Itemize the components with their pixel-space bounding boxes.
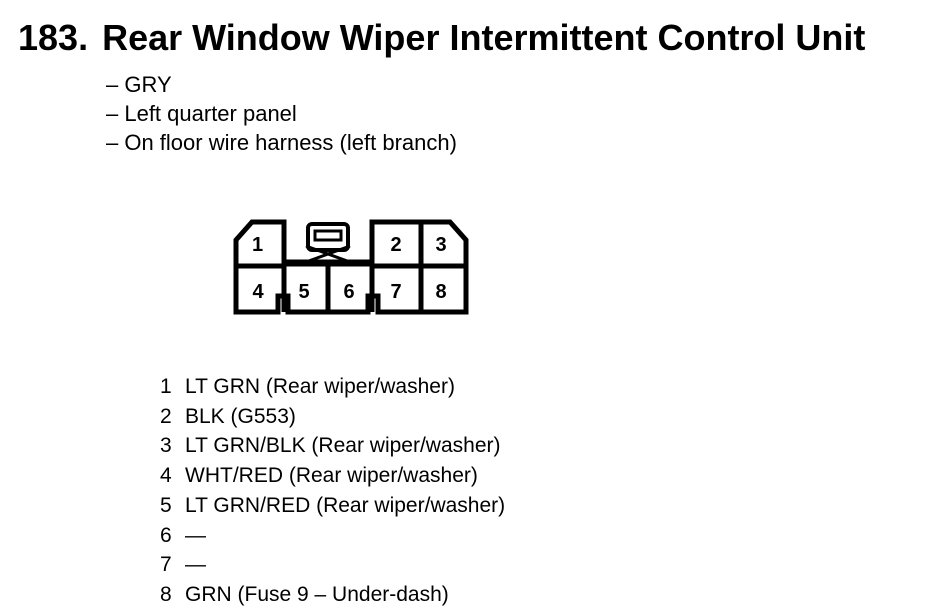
pin-label-8: 8 xyxy=(435,281,446,303)
pin-row: 4 WHT/RED (Rear wiper/washer) xyxy=(160,461,505,491)
pin-row: 5 LT GRN/RED (Rear wiper/washer) xyxy=(160,491,505,521)
pin-label-4: 4 xyxy=(252,281,264,303)
component-name: Rear Window Wiper Intermittent Control U… xyxy=(102,17,866,58)
detail-location: – Left quarter panel xyxy=(106,101,297,126)
pin-row: 7— xyxy=(160,550,505,580)
pin-label-3: 3 xyxy=(435,234,446,256)
pin-number: 8 xyxy=(160,582,172,606)
detail-harness: – On floor wire harness (left branch) xyxy=(106,130,457,155)
pin-description: BLK (G553) xyxy=(185,404,296,428)
pin-number: 4 xyxy=(160,464,172,488)
pin-row: 6— xyxy=(160,521,505,551)
pin-number: 1 xyxy=(160,375,172,398)
connector-lock-tab xyxy=(305,222,351,264)
pin-description: — xyxy=(185,553,206,577)
pin-description: LT GRN/BLK (Rear wiper/washer) xyxy=(185,434,501,458)
pin-label-5: 5 xyxy=(298,281,309,303)
pin-label-6: 6 xyxy=(343,281,354,303)
item-number: 183. xyxy=(18,17,89,58)
pin-number: 5 xyxy=(160,493,172,517)
connector-diagram: 1 2 3 4 5 6 7 8 xyxy=(233,219,469,315)
pin-description: WHT/RED (Rear wiper/washer) xyxy=(185,464,478,488)
pin-description: GRN (Fuse 9 – Under-dash) xyxy=(185,582,449,606)
pin-description: LT GRN (Rear wiper/washer) xyxy=(185,375,455,398)
pin-row: 3 LT GRN/BLK (Rear wiper/washer) xyxy=(160,431,505,461)
pin-number: 6 xyxy=(160,523,172,547)
pin-row: 8 GRN (Fuse 9 – Under-dash) xyxy=(160,580,505,610)
pin-description: LT GRN/RED (Rear wiper/washer) xyxy=(185,493,506,517)
pin-label-1: 1 xyxy=(252,234,263,256)
pin-row: 2 BLK (G553) xyxy=(160,402,505,432)
pin-row: 1 LT GRN (Rear wiper/washer) xyxy=(160,372,505,402)
pin-label-7: 7 xyxy=(390,281,401,303)
page-title: 183. Rear Window Wiper Intermittent Contr… xyxy=(18,14,865,62)
component-details: – GRY – Left quarter panel – On floor wi… xyxy=(106,70,457,157)
pin-number: 2 xyxy=(160,404,172,428)
detail-color: – GRY xyxy=(106,72,172,97)
pin-number: 7 xyxy=(160,553,172,577)
pin-description: — xyxy=(185,523,206,547)
pin-label-2: 2 xyxy=(390,234,401,256)
pin-number: 3 xyxy=(160,434,172,458)
